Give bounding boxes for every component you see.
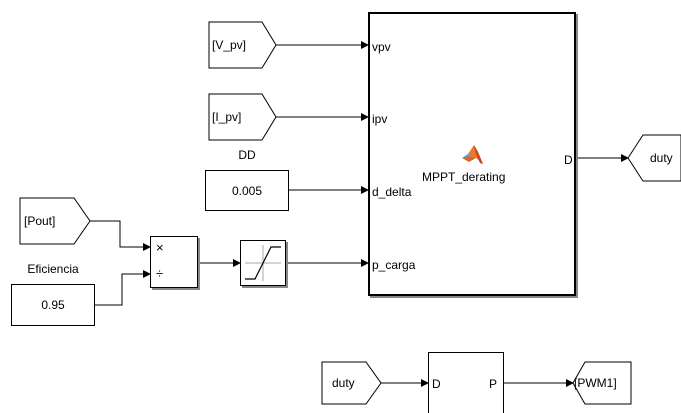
pwm-port-d: D <box>432 377 441 391</box>
divide-block[interactable]: × ÷ <box>150 236 198 288</box>
port-d-delta: d_delta <box>372 185 412 199</box>
saturation-icon <box>245 245 281 281</box>
goto-duty-label: duty <box>650 151 673 165</box>
const-dd-value: 0.005 <box>231 183 263 198</box>
const-eff-value: 0.95 <box>41 298 65 312</box>
goto-pwm-label: [PWM1] <box>574 376 617 390</box>
from-ipv-shape <box>208 93 277 141</box>
matlab-logo-icon <box>462 145 483 164</box>
port-vpv: vpv <box>372 40 391 54</box>
from-duty-shape <box>321 361 382 405</box>
const-dd-name: DD <box>238 148 256 162</box>
wire-pout-mul <box>90 220 151 251</box>
from-vpv-label: [V_pv] <box>212 38 247 52</box>
const-eff-block[interactable]: 0.95 <box>11 284 95 326</box>
wire-eff-div <box>95 270 151 306</box>
saturation-block[interactable] <box>240 240 286 286</box>
from-pout-label: [Pout] <box>24 214 56 228</box>
multiply-sign: × <box>156 240 164 255</box>
const-dd-block[interactable]: 0.005 <box>205 170 289 211</box>
from-duty-label: duty <box>332 376 355 390</box>
mppt-block-name: MPPT_derating <box>422 170 506 184</box>
divide-sign: ÷ <box>156 266 164 281</box>
from-pout-shape <box>19 197 91 245</box>
from-vpv-shape <box>208 21 277 69</box>
pwm-port-p: P <box>489 377 498 391</box>
goto-duty-shape <box>627 134 681 182</box>
port-d-out: D <box>564 153 573 167</box>
port-p-carga: p_carga <box>372 258 416 272</box>
port-ipv: ipv <box>372 112 388 126</box>
pwm-block[interactable]: D P <box>428 352 504 413</box>
mppt-derating-block[interactable]: vpv ipv d_delta p_carga D MPPT_derating <box>368 12 576 296</box>
const-eff-name: Eficiencia <box>27 262 79 276</box>
from-ipv-label: [I_pv] <box>212 110 242 124</box>
goto-pwm-shape <box>572 361 632 405</box>
